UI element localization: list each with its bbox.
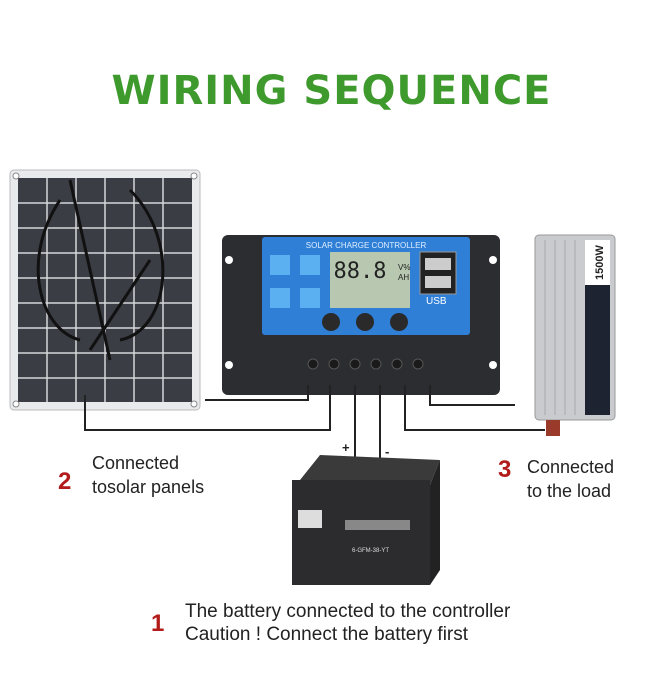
step-2-number: 2 [58,468,72,495]
step-1-number: 1 [151,610,165,637]
battery-minus: - [385,444,389,459]
battery-model: 6-GFM-38-YT [352,548,389,554]
step-1-text: The battery connected to the controller … [185,600,510,646]
lcd-display: 88.8 [334,259,387,284]
step-1-line-2: Caution ! Connect the battery first [185,624,469,645]
usb-label: USB [426,296,447,307]
controller-header: SOLAR CHARGE CONTROLLER [306,241,427,250]
inverter-power-label: 1500W [594,245,606,280]
step-2-line-2: tosolar panels [92,477,205,497]
step-3-line-1: Connected [527,457,615,477]
solar-panel [9,169,201,411]
solar-charge-controller [222,235,500,395]
power-inverter [534,234,616,436]
step-1-line-1: The battery connected to the controller [185,601,511,622]
step-3-line-2: to the load [527,481,612,501]
wires [84,385,545,460]
page-title: WIRING SEQUENCE [111,68,552,114]
lcd-units-bottom: AH [398,273,409,282]
battery [292,455,440,585]
battery-plus: + [342,440,350,455]
step-2-text: Connected tosolar panels [92,451,204,499]
step-3-text: Connected to the load [527,455,614,503]
step-3-number: 3 [498,456,512,483]
step-2-line-1: Connected [92,453,180,473]
lcd-units-top: V% [398,263,410,272]
